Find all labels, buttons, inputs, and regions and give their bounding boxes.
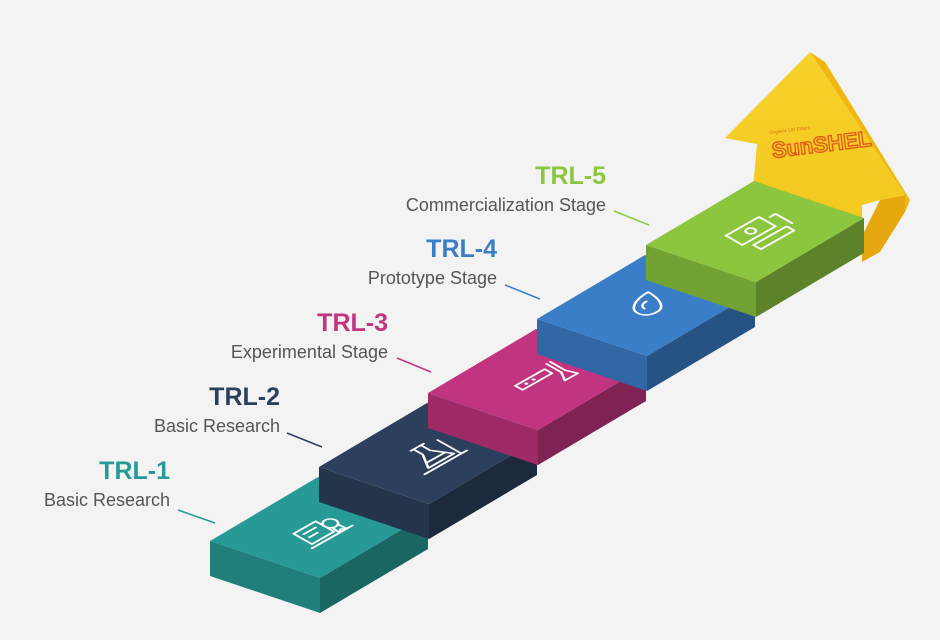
leader-line — [396, 357, 432, 373]
stage-name: Experimental Stage — [230, 342, 388, 362]
certificate-icon — [292, 518, 354, 550]
step-right-face — [756, 218, 864, 317]
upward-arrow — [725, 52, 910, 262]
step-left-face — [428, 393, 538, 465]
step-block-trl-5 — [613, 181, 864, 317]
stage-name: Commercialization Stage — [405, 195, 606, 215]
trl-level: TRL-3 — [317, 309, 388, 337]
droplet-icon — [632, 291, 663, 316]
trl-level: TRL-2 — [209, 383, 280, 411]
step-left-face — [319, 467, 429, 539]
step-label-trl-5: TRL-5 Commercialization Stage — [406, 162, 606, 216]
step-left-face — [646, 245, 756, 317]
money-icon — [724, 213, 796, 250]
stage-name: Prototype Stage — [367, 268, 497, 288]
stage-name: Basic Research — [153, 416, 280, 436]
step-right-face — [538, 366, 646, 465]
step-right-face — [429, 440, 537, 539]
step-left-face — [537, 319, 647, 391]
leader-line — [286, 432, 323, 448]
step-label-trl-4: TRL-4 Prototype Stage — [368, 235, 497, 289]
step-right-face — [647, 292, 755, 391]
leader-line — [177, 509, 216, 524]
test-tube-icon — [513, 361, 580, 391]
leader-line — [504, 284, 541, 300]
leader-line — [613, 210, 650, 226]
step-label-trl-2: TRL-2 Basic Research — [154, 383, 280, 437]
arrow-side — [810, 52, 905, 262]
step-right-face — [320, 514, 428, 613]
step-label-trl-1: TRL-1 Basic Research — [44, 457, 170, 511]
arrow-face — [725, 52, 905, 222]
steps-layer — [177, 181, 864, 613]
trl-level: TRL-5 — [535, 162, 606, 190]
lab-flask-icon — [409, 439, 469, 476]
step-left-face — [210, 541, 320, 613]
stage-name: Basic Research — [43, 490, 170, 510]
trl-level: TRL-1 — [99, 457, 170, 485]
step-label-trl-3: TRL-3 Experimental Stage — [231, 309, 388, 363]
trl-level: TRL-4 — [426, 235, 497, 263]
logo-tagline: Organic UV Filters — [769, 125, 811, 136]
